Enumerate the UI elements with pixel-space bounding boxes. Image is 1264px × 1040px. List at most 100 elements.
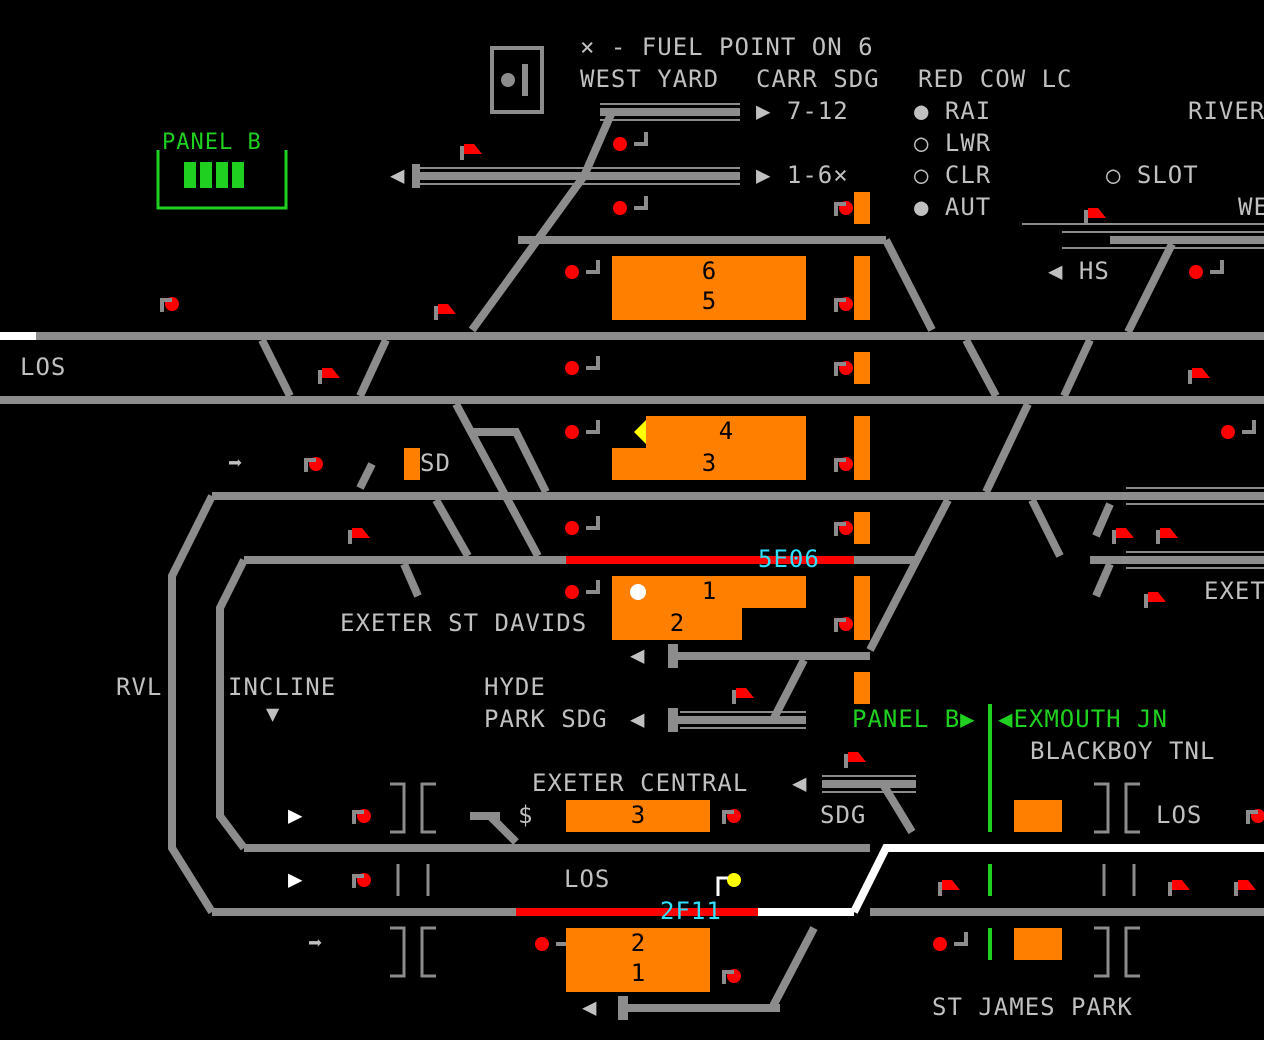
signal-post-icon[interactable] [586, 580, 600, 594]
roads-1-6-exit[interactable]: ▶ 1-6× [756, 160, 849, 190]
signal-post-icon[interactable] [586, 356, 600, 370]
sdg-label: SDG [820, 801, 867, 829]
signal-post-icon[interactable] [634, 132, 648, 146]
slot-indicator[interactable]: ○ SLOT [1106, 160, 1199, 190]
signal-post-icon[interactable] [834, 522, 846, 536]
signal-red-aspect-icon[interactable] [565, 361, 579, 375]
central-platform-3[interactable]: 3 [566, 800, 710, 832]
signal-red-aspect-icon[interactable] [1189, 265, 1203, 279]
clr-hollow-icon: ○ [914, 161, 930, 189]
siding-exit-icon[interactable]: ◀ [630, 641, 646, 669]
west-yard-label: WEST YARD [580, 65, 720, 93]
aut-indicator[interactable]: ● AUT [914, 192, 991, 222]
platform-6-5[interactable]: 6 5 [612, 256, 806, 320]
shunt-signal-red-icon[interactable] [1192, 368, 1210, 378]
signal-post-icon[interactable] [1246, 810, 1258, 824]
shunt-signal-red-icon[interactable] [322, 368, 340, 378]
shunt-signal-red-icon[interactable] [1116, 528, 1134, 538]
signal-post-icon[interactable] [586, 260, 600, 274]
signal-post-icon[interactable] [160, 298, 172, 312]
platform-1-number: 1 [701, 577, 717, 605]
clr-indicator[interactable]: ○ CLR [914, 160, 991, 190]
signal-post-icon[interactable] [722, 970, 734, 984]
triangle-right-icon: ▶ [756, 97, 772, 125]
lwr-label: LWR [944, 129, 992, 157]
train-description-berth-2f11[interactable]: 2F11 [660, 897, 722, 925]
lwr-hollow-icon: ○ [914, 129, 930, 157]
arrow-right-icon: ➡ [308, 929, 324, 957]
shunt-signal-red-icon[interactable] [1148, 592, 1166, 602]
signal-post-icon[interactable] [586, 516, 600, 530]
shunt-signal-yellow-icon[interactable] [727, 873, 741, 887]
central-platform-3-number: 3 [630, 801, 646, 829]
red-cow-lc-label: RED COW LC [918, 65, 1073, 93]
rai-indicator[interactable]: ● RAI [914, 96, 991, 126]
park-sdg-exit-icon[interactable]: ◀ [630, 705, 646, 733]
signal-post-icon[interactable] [634, 196, 648, 210]
triangle-left-icon[interactable]: ◀ [390, 161, 406, 189]
shunt-signal-red-icon[interactable] [942, 880, 960, 890]
roads-7-12-exit[interactable]: ▶ 7-12 [756, 96, 849, 126]
st-james-park-platform-up[interactable] [1014, 800, 1062, 832]
signal-red-aspect-icon[interactable] [565, 521, 579, 535]
st-james-park-platform-down[interactable] [1014, 928, 1062, 960]
shunt-signal-red-icon[interactable] [464, 144, 482, 154]
signal-post-icon[interactable] [834, 362, 846, 376]
signal-red-aspect-icon[interactable] [933, 937, 947, 951]
signal-post-icon[interactable] [352, 874, 364, 888]
signal-red-aspect-icon[interactable] [565, 425, 579, 439]
central-siding-exit-icon[interactable]: ◀ [582, 993, 598, 1021]
shunt-signal-red-icon[interactable] [1172, 880, 1190, 890]
shunt-signal-red-icon[interactable] [352, 528, 370, 538]
signal-red-aspect-icon[interactable] [613, 137, 627, 151]
train-description-berth-5e06[interactable]: 5E06 [758, 545, 820, 573]
signal-red-aspect-icon[interactable] [613, 201, 627, 215]
signal-red-aspect-icon[interactable] [565, 585, 579, 599]
platform-1[interactable]: 1 [612, 576, 806, 608]
shunt-signal-red-icon[interactable] [736, 688, 754, 698]
panel-b-box-title[interactable]: PANEL B [162, 130, 262, 155]
slot-hollow-icon: ○ [1106, 161, 1122, 189]
rvl-label: RVL [116, 673, 163, 701]
sdg-exit-icon[interactable]: ◀ [792, 769, 808, 797]
central-platform-2-1[interactable]: 2 1 [566, 928, 710, 992]
lwr-indicator[interactable]: ○ LWR [914, 128, 991, 158]
panel-b-link[interactable]: PANEL B▶ [852, 704, 976, 734]
shunt-signal-red-icon[interactable] [1160, 528, 1178, 538]
triangle-left-icon: ◀ [998, 705, 1014, 733]
signal-post-icon[interactable] [722, 810, 734, 824]
shunt-signal-red-icon[interactable] [848, 752, 866, 762]
roads-7-12-label: 7-12 [786, 97, 849, 125]
platform-4-number: 4 [718, 417, 734, 445]
signal-post-icon[interactable] [834, 458, 846, 472]
signal-post-icon[interactable] [834, 618, 846, 632]
signal-post-icon[interactable] [1210, 260, 1224, 274]
carr-sdg-label: CARR SDG [756, 65, 880, 93]
hs-exit[interactable]: ◀ HS [1048, 256, 1110, 286]
signal-post-icon[interactable] [352, 810, 364, 824]
signal-post-icon[interactable] [586, 420, 600, 434]
los-label-east: LOS [1156, 801, 1203, 829]
shunt-signal-red-icon[interactable] [1238, 880, 1256, 890]
signal-red-aspect-icon[interactable] [535, 937, 549, 951]
signal-post-icon[interactable] [954, 932, 968, 946]
signal-post-icon[interactable] [1242, 420, 1256, 434]
signal-red-aspect-icon[interactable] [1221, 425, 1235, 439]
signal-post-icon[interactable] [834, 298, 846, 312]
los-label-west: LOS [20, 353, 67, 381]
platform-4[interactable]: 4 [646, 416, 806, 448]
platform-3[interactable]: 3 [612, 448, 806, 480]
signal-red-aspect-icon[interactable] [565, 265, 579, 279]
platform-2[interactable]: 2 [612, 608, 742, 640]
exmouth-jn-link[interactable]: ◀EXMOUTH JN [998, 704, 1168, 734]
signal-post-icon[interactable] [834, 202, 846, 216]
river-label: RIVER [1188, 97, 1264, 125]
rai-label: RAI [944, 97, 992, 125]
signal-post-icon[interactable] [304, 458, 316, 472]
triangle-right-icon[interactable]: ▶ [288, 801, 304, 829]
triangle-right-icon[interactable]: ▶ [288, 865, 304, 893]
platform-6-number: 6 [701, 257, 717, 285]
shunt-signal-red-icon[interactable] [438, 304, 456, 314]
shunt-signal-red-icon[interactable] [1088, 208, 1106, 218]
roads-1-6-label: 1-6× [786, 161, 849, 189]
